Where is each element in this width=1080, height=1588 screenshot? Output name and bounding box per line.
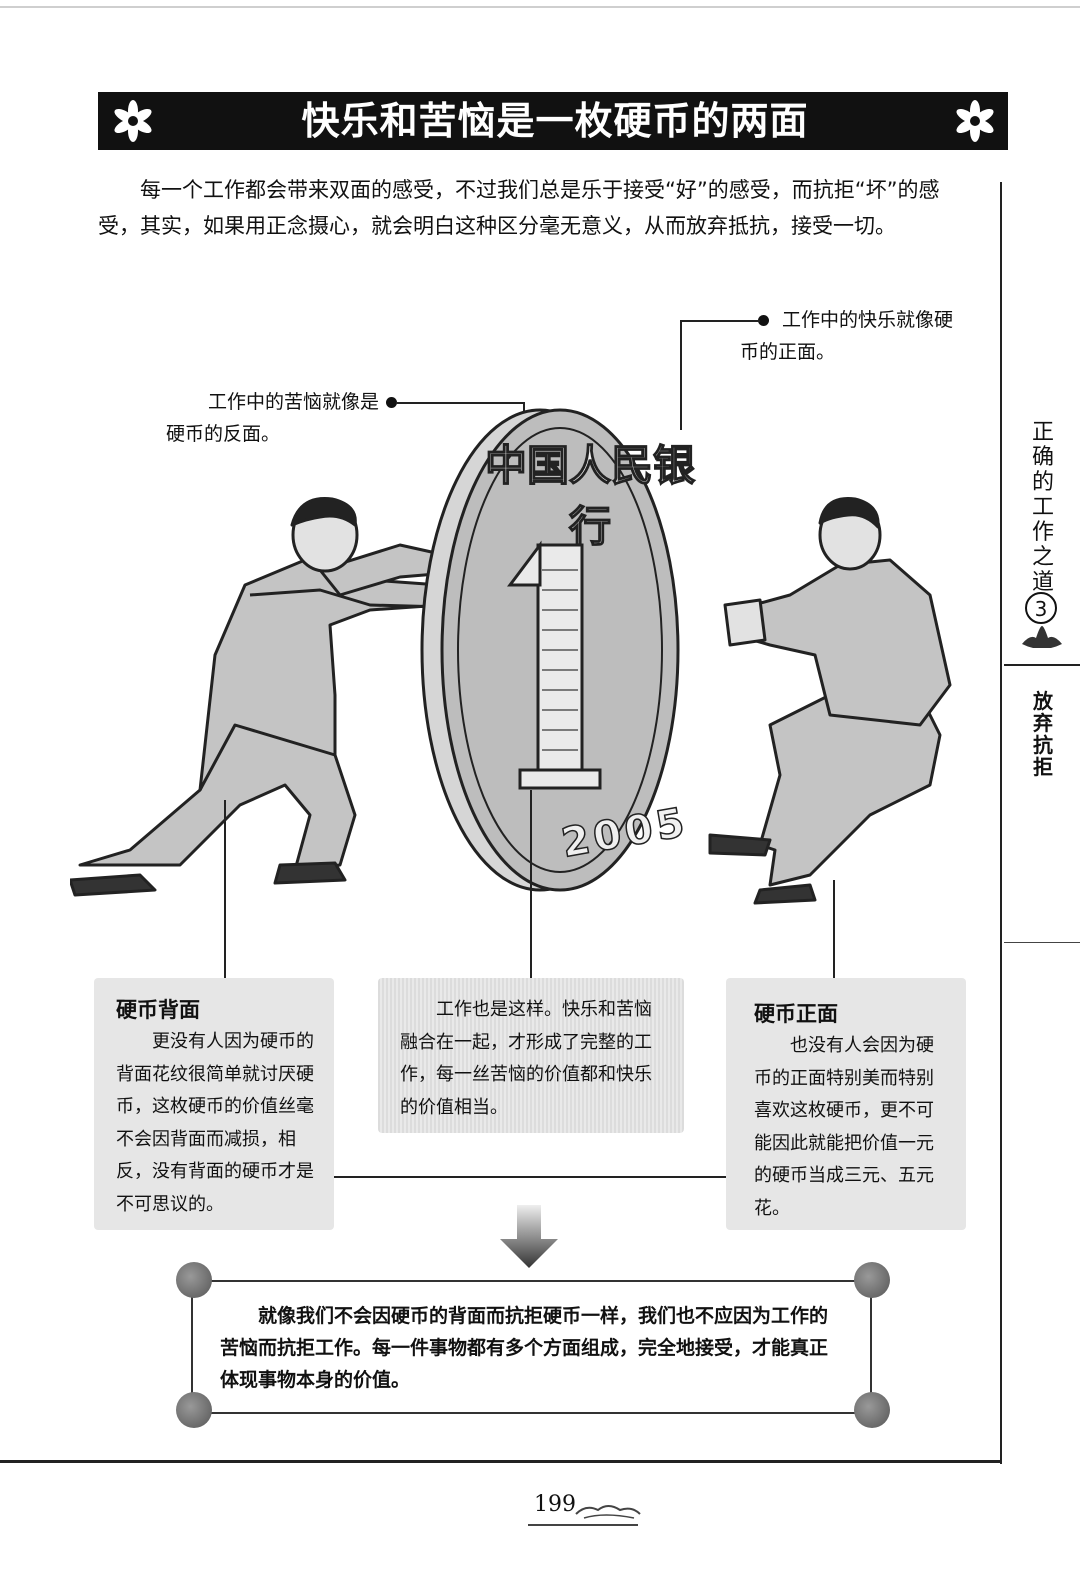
callout-dot [758, 315, 769, 326]
conclusion-frame [194, 1280, 872, 1414]
box-coin-back-body: 更没有人因为硬币的背面花纹很简单就讨厌硬币，这枚硬币的价值丝毫不会因背面而减损，… [116, 1031, 314, 1215]
corner-ornament [854, 1392, 890, 1428]
leader-line [334, 1176, 726, 1178]
box-coin-front: 硬币正面 也没有人会因为硬币的正面特别美而特别喜欢这枚硬币，更不可能因此就能把价… [726, 978, 966, 1230]
callout-dot [386, 397, 397, 408]
box-coin-front-title: 硬币正面 [754, 1002, 838, 1026]
conclusion-frame-right [870, 1280, 872, 1410]
title-bar [98, 92, 1008, 150]
side-divider [1004, 664, 1080, 666]
leader-line [224, 800, 226, 980]
conclusion-text: 就像我们不会因硬币的背面而抗拒硬币一样，我们也不应因为工作的苦恼而抗拒工作。每一… [220, 1305, 829, 1391]
box-coin-front-body: 也没有人会因为硬币的正面特别美而特别喜欢这枚硬币，更不可能因此就能把价值一元的硬… [754, 1035, 934, 1219]
box-center: 工作也是这样。快乐和苦恼融合在一起，才形成了完整的工作，每一丝苦恼的价值都和快乐… [378, 978, 684, 1133]
leader-line [680, 320, 760, 322]
box-center-body: 工作也是这样。快乐和苦恼融合在一起，才形成了完整的工作，每一丝苦恼的价值都和快乐… [400, 999, 652, 1118]
leader-line [530, 790, 532, 978]
flower-icon [956, 100, 994, 142]
frame-bottom-border [0, 1460, 1002, 1463]
coin-inscription: 中国人民银行 [484, 440, 696, 552]
box-coin-back-title: 硬币背面 [116, 998, 200, 1022]
side-chapter-title: 正确的工作之道 [1031, 420, 1054, 595]
page-number-underline [528, 1524, 638, 1526]
left-figure [70, 497, 462, 897]
conclusion-frame-left [191, 1280, 193, 1410]
coin-face [440, 408, 680, 892]
arrow-down-icon [500, 1205, 558, 1268]
leader-line [833, 880, 835, 980]
side-chapter-number: 3 [1025, 592, 1057, 624]
corner-ornament [176, 1262, 212, 1298]
page-number: 199 [534, 1492, 576, 1517]
corner-ornament [854, 1262, 890, 1298]
callout-front: 工作中的快乐就像硬币的正面。 [740, 309, 954, 363]
leader-line [396, 402, 524, 404]
side-divider [1004, 942, 1080, 943]
page-title: 快乐和苦恼是一枚硬币的两面 [301, 99, 809, 143]
top-rule [0, 6, 1080, 8]
box-coin-back: 硬币背面 更没有人因为硬币的背面花纹很简单就讨厌硬币，这枚硬币的价值丝毫不会因背… [94, 978, 334, 1230]
leader-line [680, 320, 682, 430]
corner-ornament [176, 1392, 212, 1428]
flower-icon [114, 100, 152, 142]
frame-right-border [1000, 182, 1002, 1464]
lotus-icon [1022, 626, 1062, 648]
callout-back: 工作中的苦恼就像是硬币的反面。 [166, 391, 380, 445]
intro-paragraph: 每一个工作都会带来双面的感受，不过我们总是乐于接受“好”的感受，而抗拒“坏”的感… [98, 178, 940, 238]
side-section-title: 放弃抗拒 [1033, 689, 1053, 779]
right-figure [708, 497, 952, 905]
coin-illustration [70, 408, 952, 905]
coin-denomination: 1 [545, 500, 665, 780]
cloud-ornament-icon [575, 1505, 641, 1519]
